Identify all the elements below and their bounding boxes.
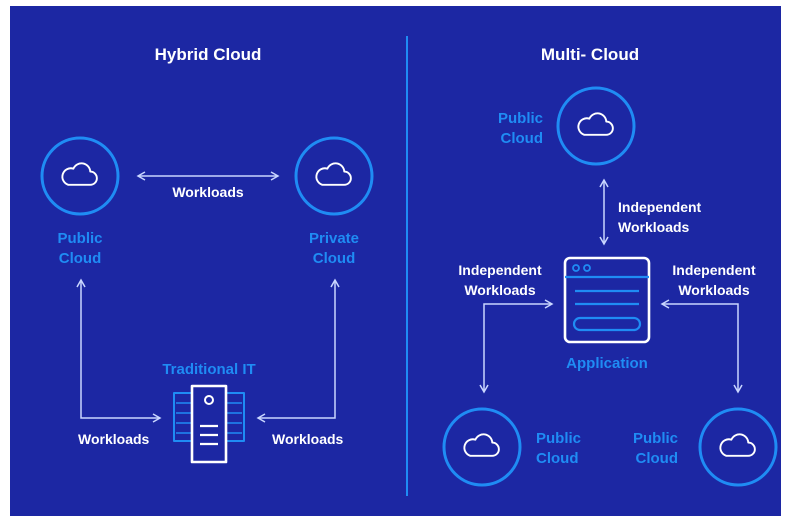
application-label: Application xyxy=(566,355,648,372)
multi-bottom-right-cloud-label: Public Cloud xyxy=(632,430,678,467)
multi-bottom-left-cloud-node xyxy=(442,407,522,487)
multi-top-cloud-label: Public Cloud xyxy=(497,110,543,147)
hybrid-left-arrow xyxy=(76,278,162,423)
diagram-canvas: Hybrid Cloud Public Cloud Private Cloud … xyxy=(10,6,781,516)
multi-right-link-label: Independent Workloads xyxy=(672,262,756,298)
multi-left-arrow xyxy=(479,299,554,394)
hybrid-private-cloud-label: Private Cloud xyxy=(308,230,360,267)
hybrid-private-cloud-node xyxy=(294,136,374,216)
hybrid-right-workloads-label: Workloads xyxy=(272,431,344,447)
multi-right-arrow xyxy=(660,299,743,394)
application-window-icon xyxy=(563,256,651,344)
hybrid-public-cloud-node xyxy=(40,136,120,216)
cloud-icon xyxy=(577,112,614,136)
server-icon xyxy=(173,384,245,464)
diagram-graphics xyxy=(40,36,778,496)
hybrid-public-cloud-label: Public Cloud xyxy=(57,230,103,267)
multi-bottom-right-cloud-node xyxy=(698,407,778,487)
cloud-icon xyxy=(719,433,756,457)
cloud-icon xyxy=(463,433,500,457)
multi-bottom-left-cloud-label: Public Cloud xyxy=(536,430,582,467)
hybrid-link-label: Workloads xyxy=(172,184,244,200)
hybrid-left-workloads-label: Workloads xyxy=(78,431,150,447)
hybrid-right-arrow xyxy=(256,278,340,423)
multi-top-link-label: Independent Workloads xyxy=(618,199,702,235)
cloud-icon xyxy=(315,162,352,186)
multi-cloud-title: Multi- Cloud xyxy=(540,45,640,64)
multi-top-cloud-node xyxy=(556,86,636,166)
traditional-it-label: Traditional IT xyxy=(162,361,256,378)
multi-left-link-label: Independent Workloads xyxy=(458,262,542,298)
hybrid-cloud-title: Hybrid Cloud xyxy=(154,45,262,64)
cloud-icon xyxy=(61,162,98,186)
